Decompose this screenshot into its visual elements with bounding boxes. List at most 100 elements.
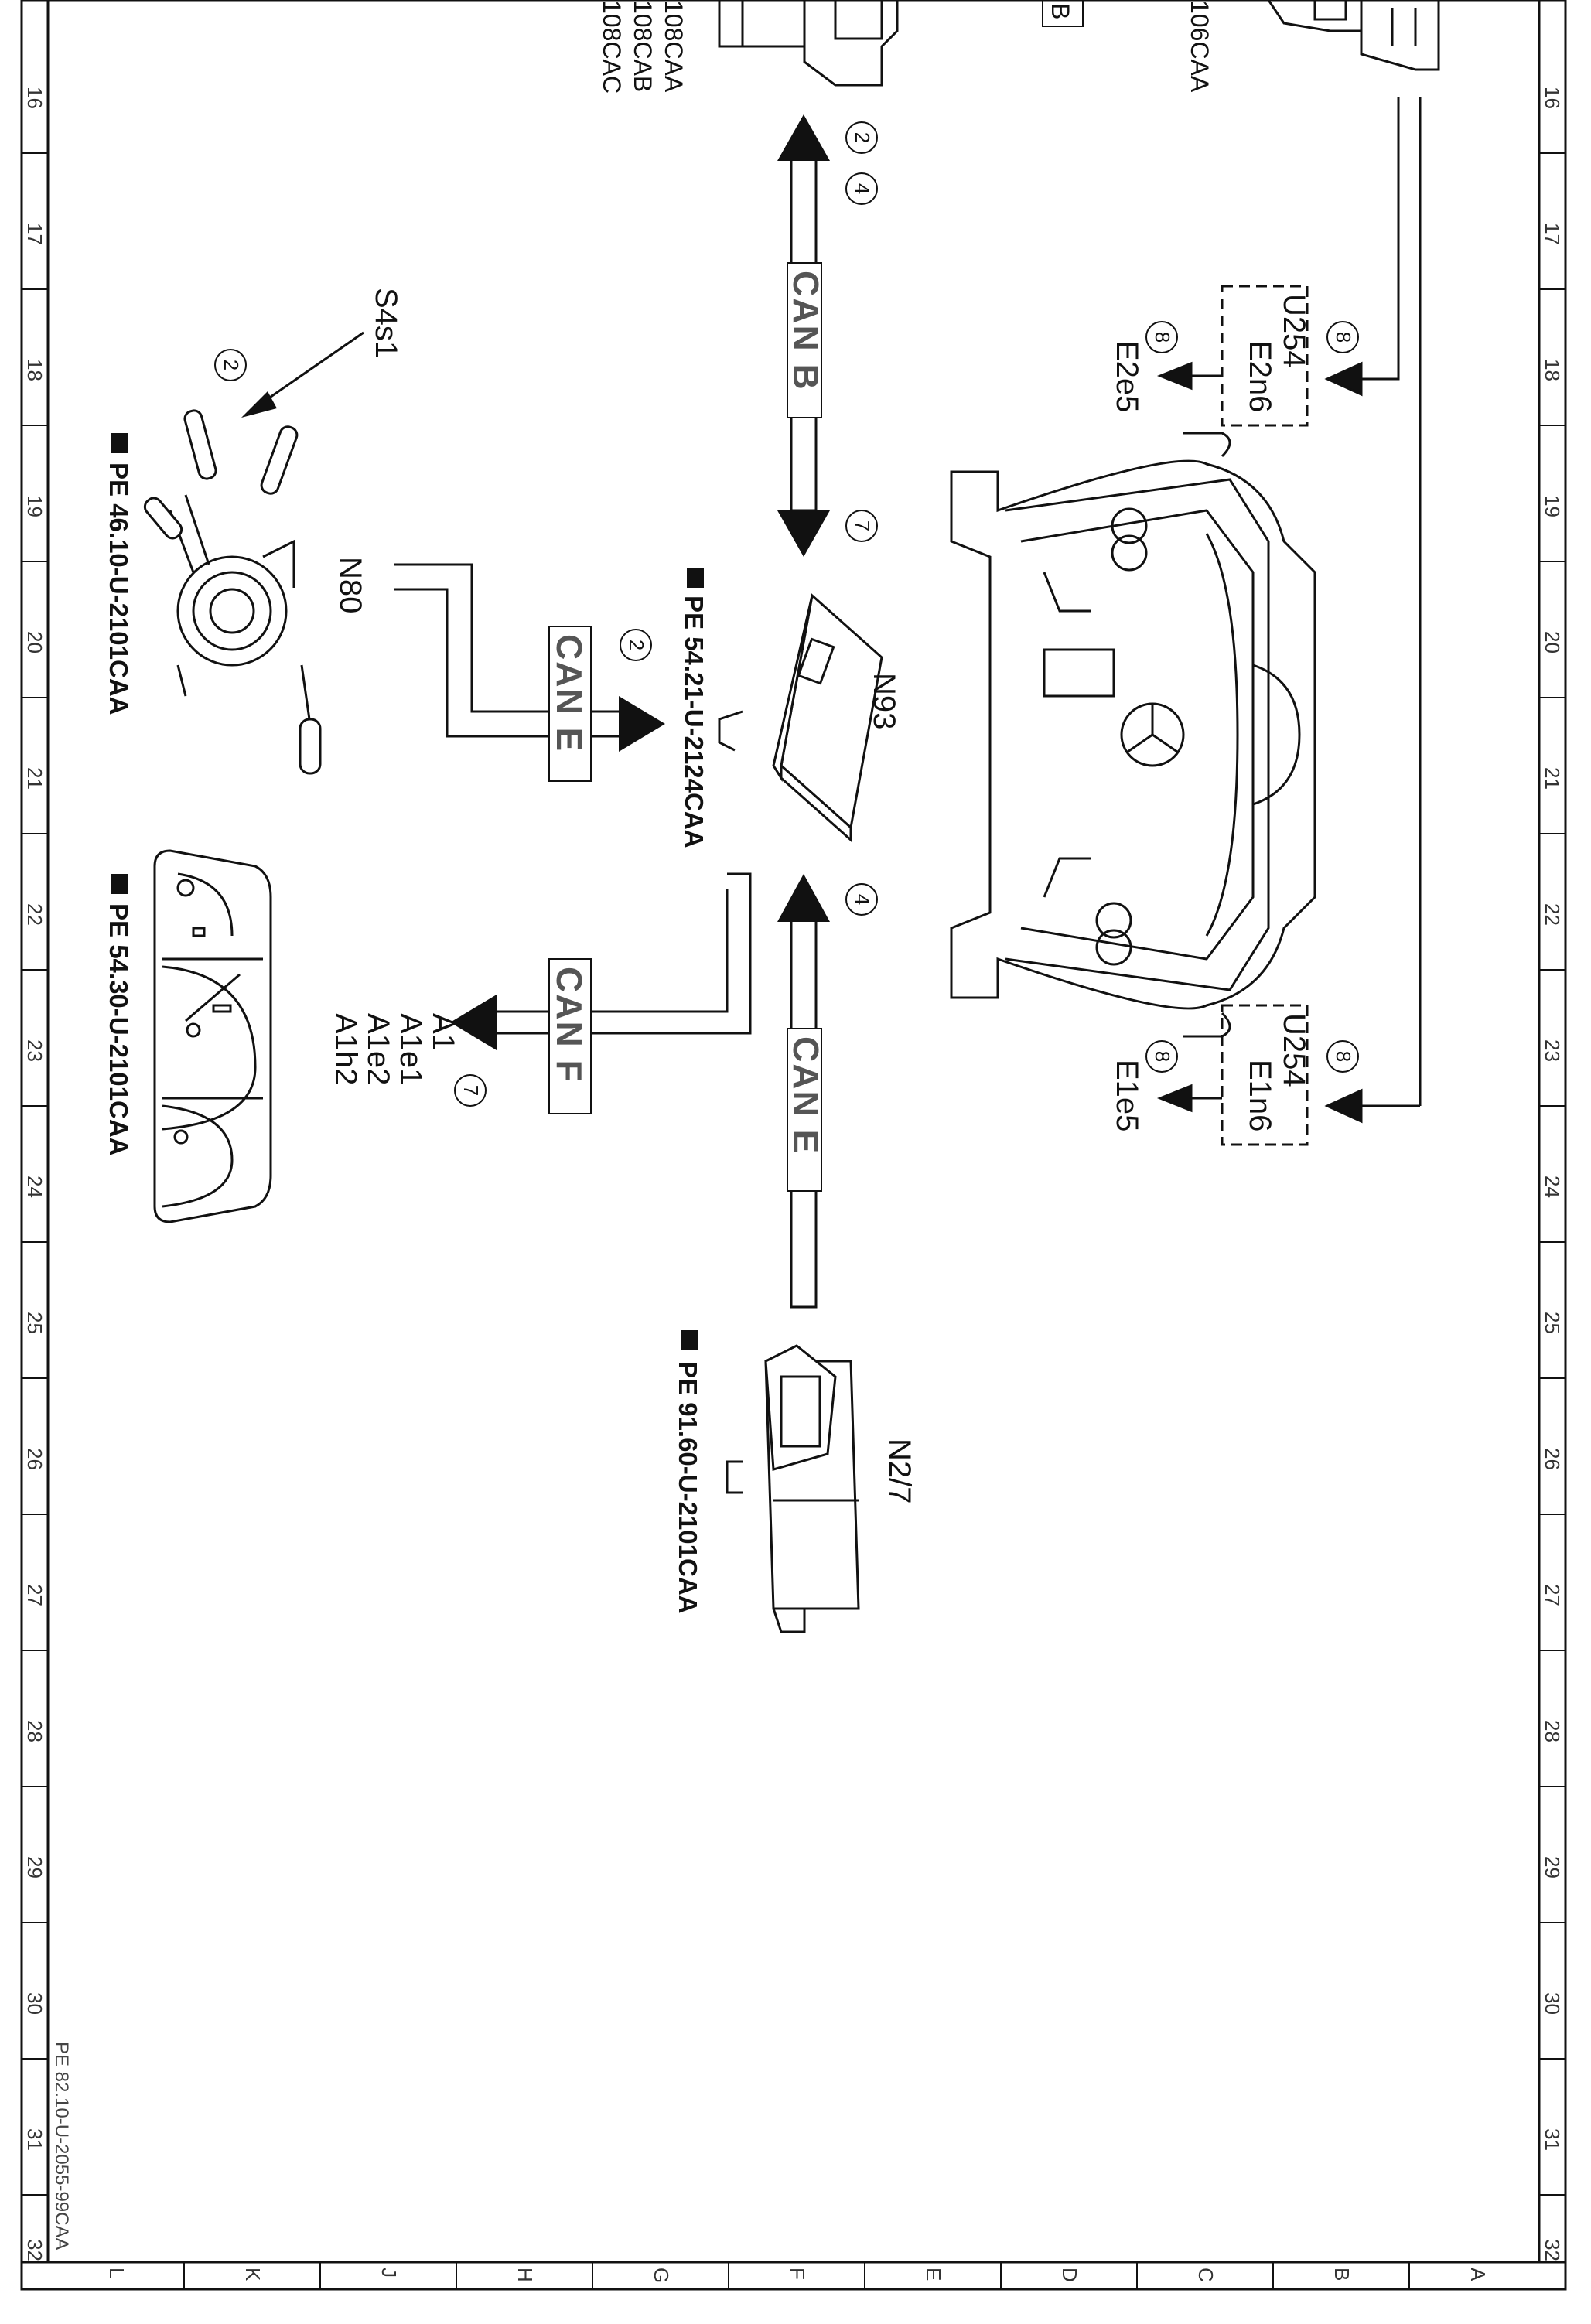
- row-number: 20: [23, 631, 46, 654]
- s4s1-pointer: [241, 331, 364, 418]
- ecu-code-label: 106CAA: [1186, 0, 1214, 93]
- column-letter: B: [1330, 2268, 1354, 2281]
- a1-reference: PE 54.30-U-2101CAA: [104, 903, 133, 1156]
- circle-number: 4: [845, 172, 878, 205]
- row-number: 17: [23, 223, 46, 245]
- row-number: 25: [1541, 1312, 1564, 1334]
- row-number: 22: [1541, 903, 1564, 926]
- row-number: 26: [1541, 1448, 1564, 1470]
- u254-right-label: U254: [1277, 1013, 1311, 1087]
- svg-text:8: 8: [1332, 1051, 1355, 1062]
- n93-label: N93: [867, 673, 901, 729]
- row-number: 29: [1541, 1856, 1564, 1879]
- can-e-lower-label: CAN E: [786, 1036, 826, 1155]
- row-number: 31: [23, 2128, 46, 2151]
- top-left-connector-partial: [718, 0, 899, 87]
- row-number: 19: [23, 495, 46, 517]
- s4s1-label: S4s1: [369, 288, 403, 358]
- column-letters: L K J H G F E D C B A: [105, 2268, 1490, 2283]
- ecu-code-label: 108CAC: [598, 0, 626, 94]
- u254-left-wiring: [1156, 97, 1422, 1106]
- svg-text:B: B: [1046, 3, 1074, 19]
- svg-text:2: 2: [625, 640, 648, 650]
- row-number: 16: [1541, 87, 1564, 109]
- n2-7-label: N2/7: [883, 1438, 917, 1504]
- u254-left-label: U254: [1277, 294, 1311, 368]
- can-e-bus-upper: CAN E: [394, 563, 665, 782]
- e1n6-label: E1n6: [1243, 1060, 1277, 1131]
- can-f-label: CAN F: [549, 967, 589, 1084]
- row-number: 19: [1541, 495, 1564, 517]
- circle-number: 2: [845, 121, 878, 154]
- row-numbers-left: 16 17 18 19 20 21 22 23 24 25 26 27 28 2…: [23, 87, 46, 2261]
- row-number: 28: [23, 1720, 46, 1742]
- svg-text:2: 2: [851, 132, 874, 143]
- row-number: 22: [23, 903, 46, 926]
- circle-number: 8: [1326, 1040, 1359, 1073]
- can-e-upper-label: CAN E: [549, 634, 589, 752]
- column-letter: H: [514, 2268, 537, 2282]
- column-letter: D: [1058, 2268, 1081, 2282]
- a1-label: A1: [426, 1013, 460, 1051]
- svg-text:4: 4: [851, 183, 874, 194]
- column-letter: J: [377, 2268, 401, 2278]
- row-number: 27: [23, 1584, 46, 1606]
- can-f-bus: CAN F: [450, 872, 752, 1114]
- n93-reference: PE 54.21-U-2124CAA: [680, 596, 708, 848]
- boxed-letter: B: [1042, 0, 1084, 27]
- circle-number: 2: [620, 629, 652, 661]
- row-number: 23: [23, 1039, 46, 1062]
- row-number: 25: [23, 1312, 46, 1334]
- hand-pointer-icon: [687, 568, 704, 588]
- row-number: 18: [23, 359, 46, 381]
- row-number: 32: [23, 2239, 46, 2261]
- row-number: 24: [23, 1176, 46, 1198]
- can-b-bus: CAN B: [777, 114, 830, 557]
- a1e2-label: A1e2: [361, 1013, 395, 1085]
- column-letter: E: [922, 2268, 945, 2281]
- row-number: 18: [1541, 359, 1564, 381]
- ecu-code-label: 108CAB: [629, 0, 657, 92]
- circle-number: 7: [845, 510, 878, 542]
- svg-text:7: 7: [851, 520, 874, 531]
- n2-7-module: [726, 1344, 860, 1633]
- document-reference: PE 82.10-U-2055-99CAA: [51, 2042, 72, 2250]
- can-e-bus-lower: CAN E: [777, 874, 830, 1309]
- row-number: 20: [1541, 631, 1564, 654]
- svg-text:7: 7: [459, 1085, 483, 1096]
- hand-pointer-icon: [111, 433, 128, 453]
- column-letter: F: [786, 2268, 809, 2280]
- row-number: 27: [1541, 1584, 1564, 1606]
- row-numbers-right: 16 17 18 19 20 21 22 23 24 25 26 27 28 2…: [1541, 87, 1564, 2261]
- svg-text:2: 2: [220, 360, 243, 370]
- circle-number: 7: [454, 1074, 487, 1107]
- column-letter: K: [241, 2268, 265, 2281]
- row-number: 17: [1541, 223, 1564, 245]
- circle-number: 8: [1326, 321, 1359, 353]
- top-right-module-partial: [1267, 0, 1440, 71]
- column-letter: C: [1194, 2268, 1217, 2282]
- e1e5-label: E1e5: [1110, 1060, 1144, 1131]
- u254-right-wiring: [1156, 1004, 1420, 1146]
- sheet-border: [20, 0, 1567, 2291]
- column-letter: L: [105, 2268, 128, 2278]
- n2-7-reference: PE 91.60-U-2101CAA: [674, 1361, 702, 1614]
- can-b-label: CAN B: [786, 271, 826, 391]
- row-number: 30: [23, 1992, 46, 2015]
- circle-number: 8: [1145, 321, 1178, 353]
- column-letter: A: [1466, 2268, 1490, 2281]
- svg-text:8: 8: [1151, 332, 1174, 343]
- row-number: 16: [23, 87, 46, 109]
- row-number: 21: [1541, 767, 1564, 790]
- svg-text:8: 8: [1332, 332, 1355, 343]
- vehicle-front-view: [950, 432, 1316, 1038]
- hand-pointer-icon: [111, 874, 128, 894]
- svg-text:8: 8: [1151, 1051, 1174, 1062]
- row-number: 31: [1541, 2128, 1564, 2151]
- e2e5-label: E2e5: [1110, 340, 1144, 412]
- a1h2-label: A1h2: [329, 1013, 363, 1085]
- n80-reference: PE 46.10-U-2101CAA: [104, 462, 133, 715]
- row-ticks: [22, 152, 1565, 2196]
- column-ticks: [183, 2262, 1410, 2289]
- ecu-code-label: 108CAA: [660, 0, 688, 93]
